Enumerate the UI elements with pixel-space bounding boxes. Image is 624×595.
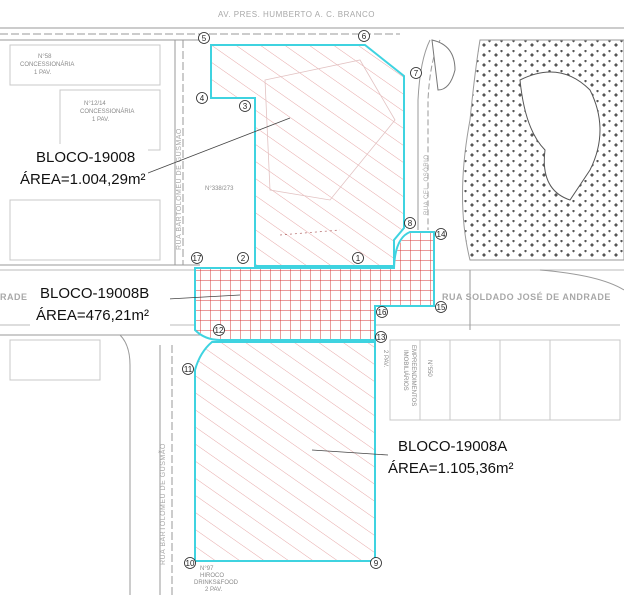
label-concess1-c: 1 PAV. <box>34 70 52 76</box>
street-label-cel-osorio: RUA CEL. OSÓRIO <box>423 154 430 215</box>
label-2pav: 2 PAV. <box>205 587 223 593</box>
svg-text:15: 15 <box>437 303 446 312</box>
block-name-19008b: BLOCO-19008B <box>40 285 149 302</box>
svg-text:11: 11 <box>184 365 193 374</box>
label-lot-338: N°338/273 <box>205 186 234 192</box>
street-label-bartolomeu-lower: RUA BARTOLOMEU DE GUSMÃO <box>158 443 167 565</box>
svg-text:2: 2 <box>241 254 246 263</box>
block-area-19008b: ÁREA=476,21m² <box>36 307 149 324</box>
bloco-19008-polygon[interactable] <box>210 44 405 267</box>
svg-text:17: 17 <box>193 254 202 263</box>
svg-text:6: 6 <box>362 32 367 41</box>
vertex-8[interactable]: 8 <box>404 217 416 229</box>
block-area-19008a: ÁREA=1.105,36m² <box>388 460 514 477</box>
vertex-2[interactable]: 2 <box>237 252 249 264</box>
bloco-19008b-polygon[interactable] <box>194 231 435 341</box>
svg-text:5: 5 <box>202 34 207 43</box>
label-empreend: EMPREENDIMENTOS <box>410 345 416 406</box>
block-name-19008a: BLOCO-19008A <box>398 438 507 455</box>
vertex-markers: 1 2 3 4 5 6 7 8 9 10 11 12 13 14 15 16 1… <box>182 30 447 569</box>
label-concess1-b: CONCESSIONÁRIA <box>20 61 74 68</box>
block-label-19008b: BLOCO-19008B ÁREA=476,21m² <box>30 280 170 326</box>
svg-text:13: 13 <box>377 333 386 342</box>
planted-area <box>431 39 624 261</box>
svg-text:4: 4 <box>200 94 205 103</box>
svg-text:16: 16 <box>378 308 387 317</box>
label-empreend-number: N°550 <box>426 360 432 377</box>
inner-structures <box>264 59 396 236</box>
vertex-9[interactable]: 9 <box>370 557 382 569</box>
label-concess1-a: N°58 <box>38 54 52 60</box>
svg-text:14: 14 <box>437 230 446 239</box>
svg-text:7: 7 <box>414 69 419 78</box>
block-area-19008: ÁREA=1.004,29m² <box>20 171 146 188</box>
label-concess2-c: 1 PAV. <box>92 117 110 123</box>
svg-text:10: 10 <box>186 559 195 568</box>
label-drinks: DRINKS&FOOD <box>194 580 239 586</box>
block-label-19008a: BLOCO-19008A ÁREA=1.105,36m² <box>388 430 528 477</box>
svg-text:8: 8 <box>408 219 413 228</box>
label-concess2-b: CONCESSIONÁRIA <box>80 108 134 115</box>
vertex-11[interactable]: 11 <box>182 363 194 375</box>
bloco-19008a-polygon[interactable] <box>194 341 376 562</box>
vertex-13[interactable]: 13 <box>375 331 387 343</box>
svg-text:3: 3 <box>243 102 248 111</box>
street-label-bartolomeu-upper: RUA BARTOLOMEU DE GUSMÃO <box>174 128 183 250</box>
svg-text:12: 12 <box>215 326 224 335</box>
label-lot-97: N°97 <box>200 566 214 572</box>
vertex-17[interactable]: 17 <box>191 252 203 264</box>
street-label-top: AV. PRES. HUMBERTO A. C. BRANCO <box>218 10 375 19</box>
vertex-15[interactable]: 15 <box>435 301 447 313</box>
vertex-12[interactable]: 12 <box>213 324 225 336</box>
street-label-soldado: RUA SOLDADO JOSÉ DE ANDRADE <box>442 292 611 302</box>
block-label-19008: BLOCO-19008 ÁREA=1.004,29m² <box>18 144 148 190</box>
label-imobiliarios: IMOBILIÁRIOS <box>402 350 409 391</box>
label-2pav-right: 2 PAV. <box>382 350 388 368</box>
vertex-16[interactable]: 16 <box>376 306 388 318</box>
vertex-3[interactable]: 3 <box>239 100 251 112</box>
svg-text:1: 1 <box>356 254 361 263</box>
vertex-6[interactable]: 6 <box>358 30 370 42</box>
label-concess2-a: N°12/14 <box>84 101 106 107</box>
block-name-19008: BLOCO-19008 <box>36 149 135 166</box>
label-hiroco: HIROCO <box>200 573 224 579</box>
vertex-14[interactable]: 14 <box>435 228 447 240</box>
vertex-5[interactable]: 5 <box>198 32 210 44</box>
svg-text:9: 9 <box>374 559 379 568</box>
street-label-left: RADE <box>0 292 28 302</box>
vertex-7[interactable]: 7 <box>410 67 422 79</box>
vertex-10[interactable]: 10 <box>184 557 196 569</box>
vertex-1[interactable]: 1 <box>352 252 364 264</box>
vertex-4[interactable]: 4 <box>196 92 208 104</box>
